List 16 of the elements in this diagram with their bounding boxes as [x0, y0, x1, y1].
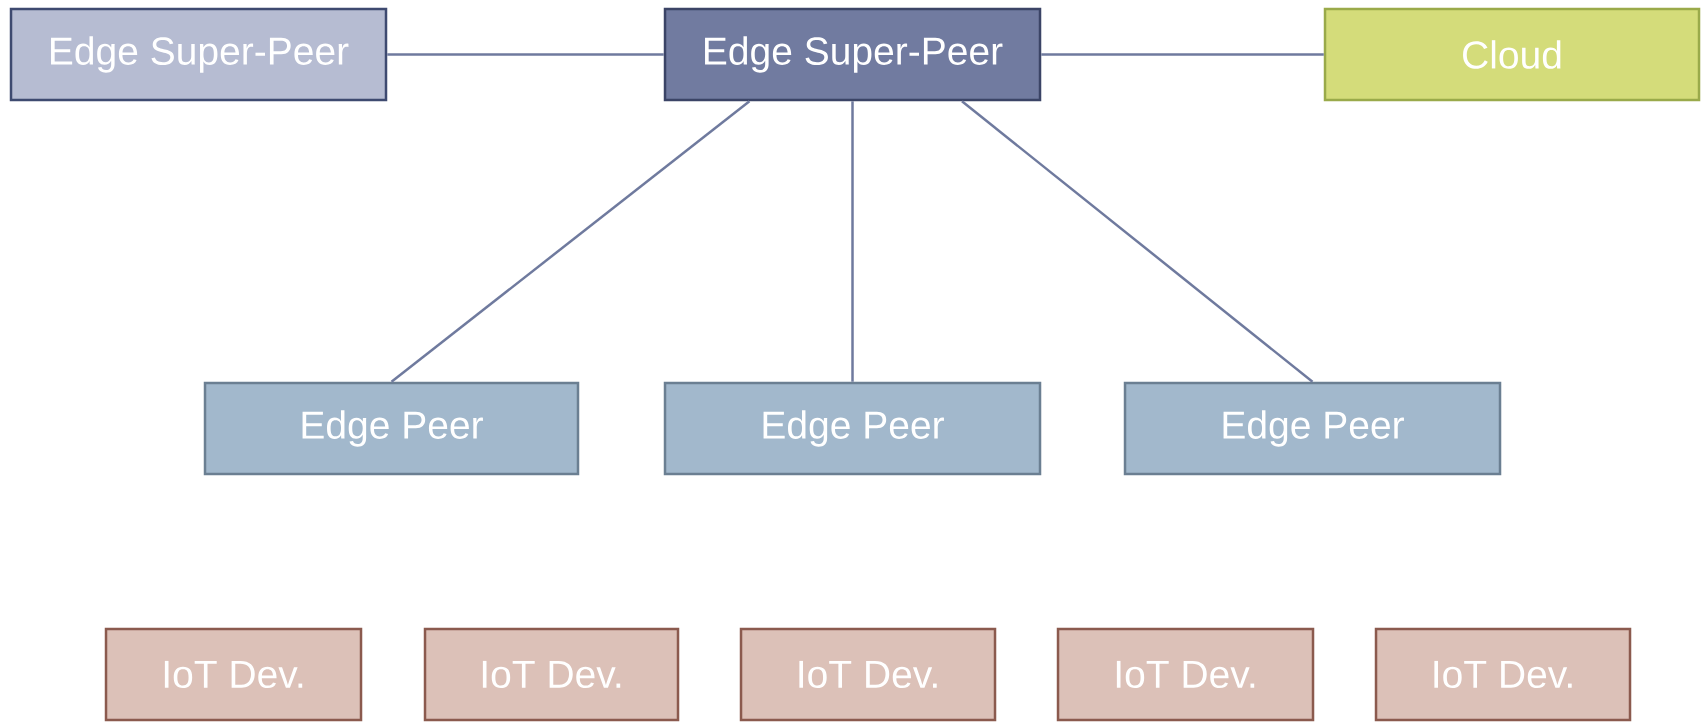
peer-box: Edge Peer: [663, 381, 1042, 476]
peer-box: Edge Peer: [1123, 381, 1502, 476]
super-peer-box: Edge Super-Peer: [663, 7, 1042, 102]
device-box: IoT Dev.: [423, 627, 680, 722]
connector-line: [851, 101, 854, 382]
device-box: IoT Dev.: [104, 627, 363, 722]
cloud-box: Cloud: [1323, 7, 1701, 102]
device-box: IoT Dev.: [1374, 627, 1632, 722]
device-box: IoT Dev.: [1056, 627, 1315, 722]
peer-box: Edge Peer: [203, 381, 580, 476]
super-peer-box: Edge Super-Peer: [9, 7, 388, 102]
connector-line: [961, 100, 1314, 383]
connector-line: [390, 100, 751, 383]
connector-line: [1041, 53, 1324, 56]
connector-line: [387, 53, 664, 56]
device-box: IoT Dev.: [739, 627, 997, 722]
